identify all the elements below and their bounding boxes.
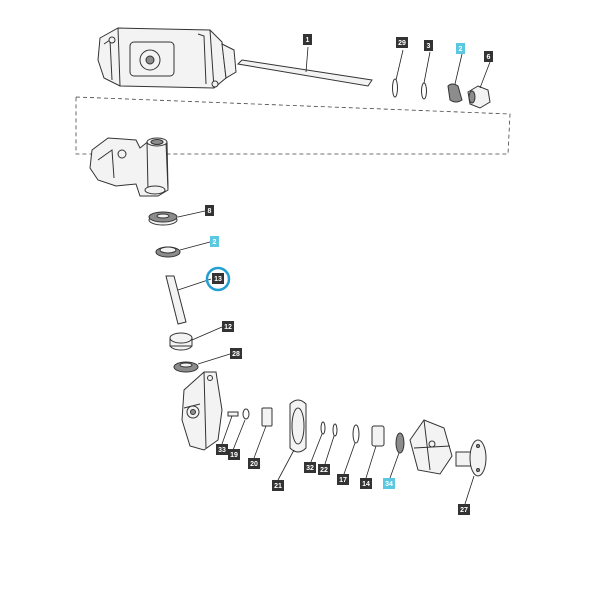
callout-label-29[interactable]: 29 [396, 37, 408, 48]
callout-label-6[interactable]: 6 [484, 51, 493, 62]
callout-label-box [383, 478, 395, 489]
callout-label-box [230, 348, 242, 359]
steering-knuckle-drawing [89, 137, 169, 197]
callout-label-text: 27 [460, 507, 468, 514]
bolt-part [227, 411, 239, 417]
callout-label-8[interactable]: 8 [205, 205, 214, 216]
callout-label-2[interactable]: 2 [456, 43, 465, 54]
seal-part [395, 432, 405, 454]
callout-label-text: 1 [306, 37, 310, 44]
callout-label-12[interactable]: 12 [222, 321, 234, 332]
ring-part [352, 424, 360, 444]
ring-part [320, 421, 326, 435]
callout-label-1[interactable]: 1 [303, 34, 312, 45]
callout-label-text: 22 [320, 467, 328, 474]
callout-label-34[interactable]: 34 [383, 478, 395, 489]
callout-label-box [484, 51, 493, 62]
callout-label-text: 20 [250, 461, 258, 468]
callout-label-text: 28 [232, 351, 240, 358]
selected-part-highlight-ring [205, 266, 231, 292]
ring-part [421, 82, 427, 100]
callout-label-27[interactable]: 27 [458, 504, 470, 515]
callout-label-box [248, 458, 260, 469]
callout-label-text: 6 [487, 54, 491, 61]
washer-part [173, 361, 199, 373]
bearing-cup-part [148, 211, 178, 226]
callout-label-text: 2 [213, 239, 217, 246]
axle-housing-drawing [97, 27, 237, 89]
callout-label-box [212, 273, 224, 284]
callout-label-20[interactable]: 20 [248, 458, 260, 469]
callout-label-text: 3 [427, 43, 431, 50]
callout-label-14[interactable]: 14 [360, 478, 372, 489]
king-pin-part [165, 275, 187, 325]
callout-label-box [205, 205, 214, 216]
callout-label-13[interactable]: 13 [212, 273, 224, 284]
callout-label-33[interactable]: 33 [216, 444, 228, 455]
callout-label-21[interactable]: 21 [272, 480, 284, 491]
bearing-part [371, 425, 385, 447]
callout-label-box [272, 480, 284, 491]
callout-label-text: 21 [274, 483, 282, 490]
callout-label-2[interactable]: 2 [210, 236, 219, 247]
bearing-part [447, 83, 463, 103]
bushing-part [169, 332, 193, 351]
ring-part [392, 78, 398, 98]
lower-knuckle-drawing [181, 371, 223, 451]
callout-label-text: 19 [230, 452, 238, 459]
callout-label-text: 29 [398, 40, 406, 47]
shaft-part [236, 59, 373, 87]
callout-label-22[interactable]: 22 [318, 464, 330, 475]
callout-label-text: 12 [224, 324, 232, 331]
wheel-hub-part [455, 439, 487, 477]
callout-label-box [216, 444, 228, 455]
callout-label-box [396, 37, 408, 48]
callout-label-3[interactable]: 3 [424, 40, 433, 51]
callout-label-text: 17 [339, 477, 347, 484]
hub-part [468, 90, 476, 104]
callout-label-text: 13 [214, 276, 222, 283]
callout-label-box [424, 40, 433, 51]
callout-label-box [210, 236, 219, 247]
callout-label-19[interactable]: 19 [228, 449, 240, 460]
callout-label-28[interactable]: 28 [230, 348, 242, 359]
callout-label-32[interactable]: 32 [304, 462, 316, 473]
ring-part [332, 423, 338, 437]
seal-part [155, 246, 181, 258]
callout-label-text: 14 [362, 481, 370, 488]
brake-drum-part [409, 419, 453, 475]
callout-label-box [222, 321, 234, 332]
spacer-part [261, 407, 273, 427]
callout-label-text: 32 [306, 465, 314, 472]
assembly-frame [75, 96, 511, 155]
leader-lines [177, 46, 491, 505]
callout-label-box [360, 478, 372, 489]
callout-label-box [458, 504, 470, 515]
callout-label-text: 33 [218, 447, 226, 454]
callout-label-box [303, 34, 312, 45]
brake-plate-part [289, 399, 307, 453]
callout-label-17[interactable]: 17 [337, 474, 349, 485]
washer-part [242, 408, 250, 420]
callout-label-box [228, 449, 240, 460]
callout-label-box [456, 43, 465, 54]
callout-label-box [318, 464, 330, 475]
callout-label-text: 8 [208, 208, 212, 215]
callout-label-text: 2 [459, 46, 463, 53]
callout-label-box [304, 462, 316, 473]
callout-label-text: 34 [385, 481, 393, 488]
callout-label-box [337, 474, 349, 485]
